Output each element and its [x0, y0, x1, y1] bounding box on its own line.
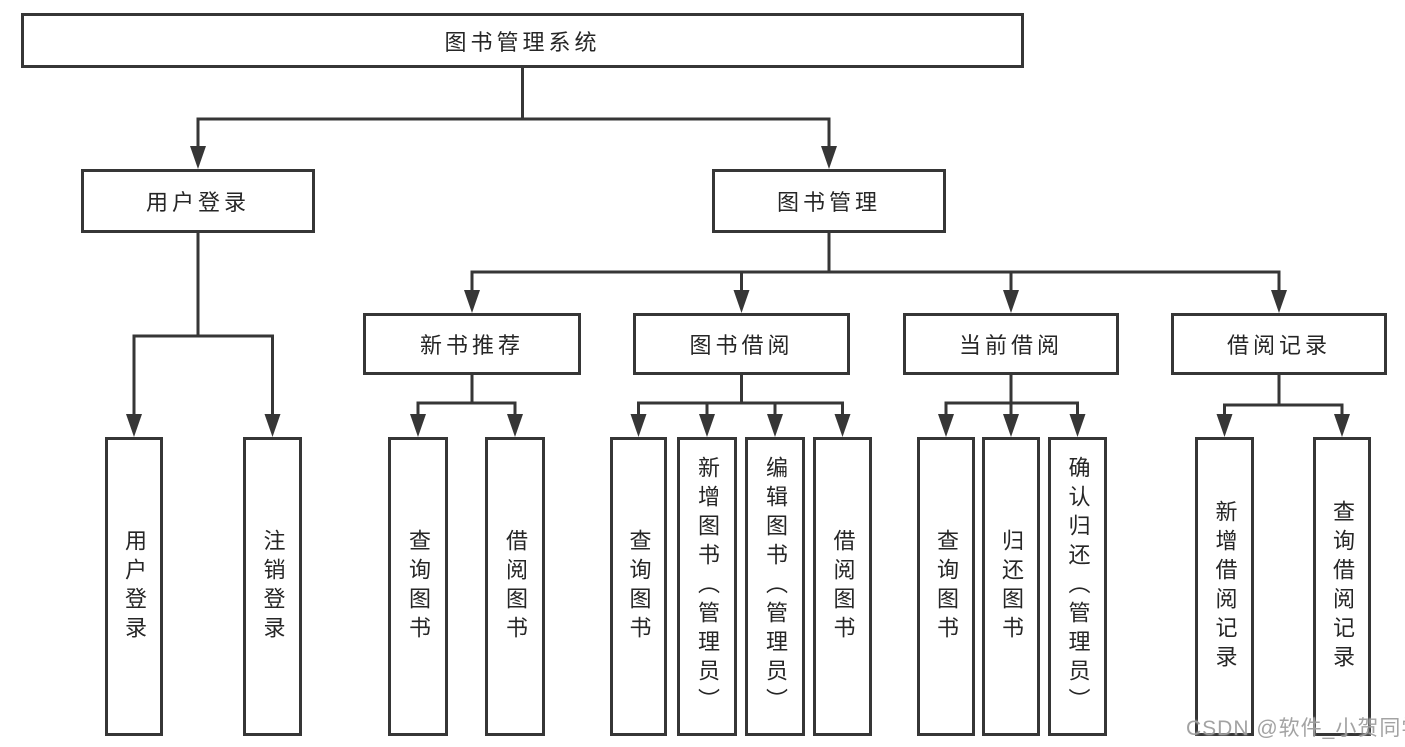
watermark-text: CSDN @软件_小贺同学: [1186, 717, 1405, 740]
leaf-borrow-books-under-new-books: 借阅图书: [485, 437, 545, 736]
leaf-confirm-return-admin: 确认归还（管理员）: [1048, 437, 1107, 736]
leaf-query-books-under-current: 查询图书: [917, 437, 975, 736]
node-borrowing-records: 借阅记录: [1171, 313, 1387, 375]
leaf-borrow-books-under-borrowing: 借阅图书: [813, 437, 872, 736]
leaf-query-borrow-record: 查询借阅记录: [1313, 437, 1371, 736]
node-user-login: 用户登录: [81, 169, 315, 233]
node-current-borrowing: 当前借阅: [903, 313, 1119, 375]
node-book-management: 图书管理: [712, 169, 946, 233]
leaf-logout: 注销登录: [243, 437, 302, 736]
node-book-borrowing: 图书借阅: [633, 313, 850, 375]
node-library-management-system: 图书管理系统: [21, 13, 1024, 68]
leaf-user-login: 用户登录: [105, 437, 163, 736]
node-new-book-recommendation: 新书推荐: [363, 313, 581, 375]
leaf-add-borrow-record: 新增借阅记录: [1195, 437, 1254, 736]
leaf-query-books-under-new-books: 查询图书: [388, 437, 448, 736]
leaf-edit-books-admin: 编辑图书（管理员）: [745, 437, 805, 736]
leaf-return-books: 归还图书: [982, 437, 1040, 736]
leaf-query-books-under-borrowing: 查询图书: [610, 437, 667, 736]
leaf-add-books-admin: 新增图书（管理员）: [677, 437, 737, 736]
